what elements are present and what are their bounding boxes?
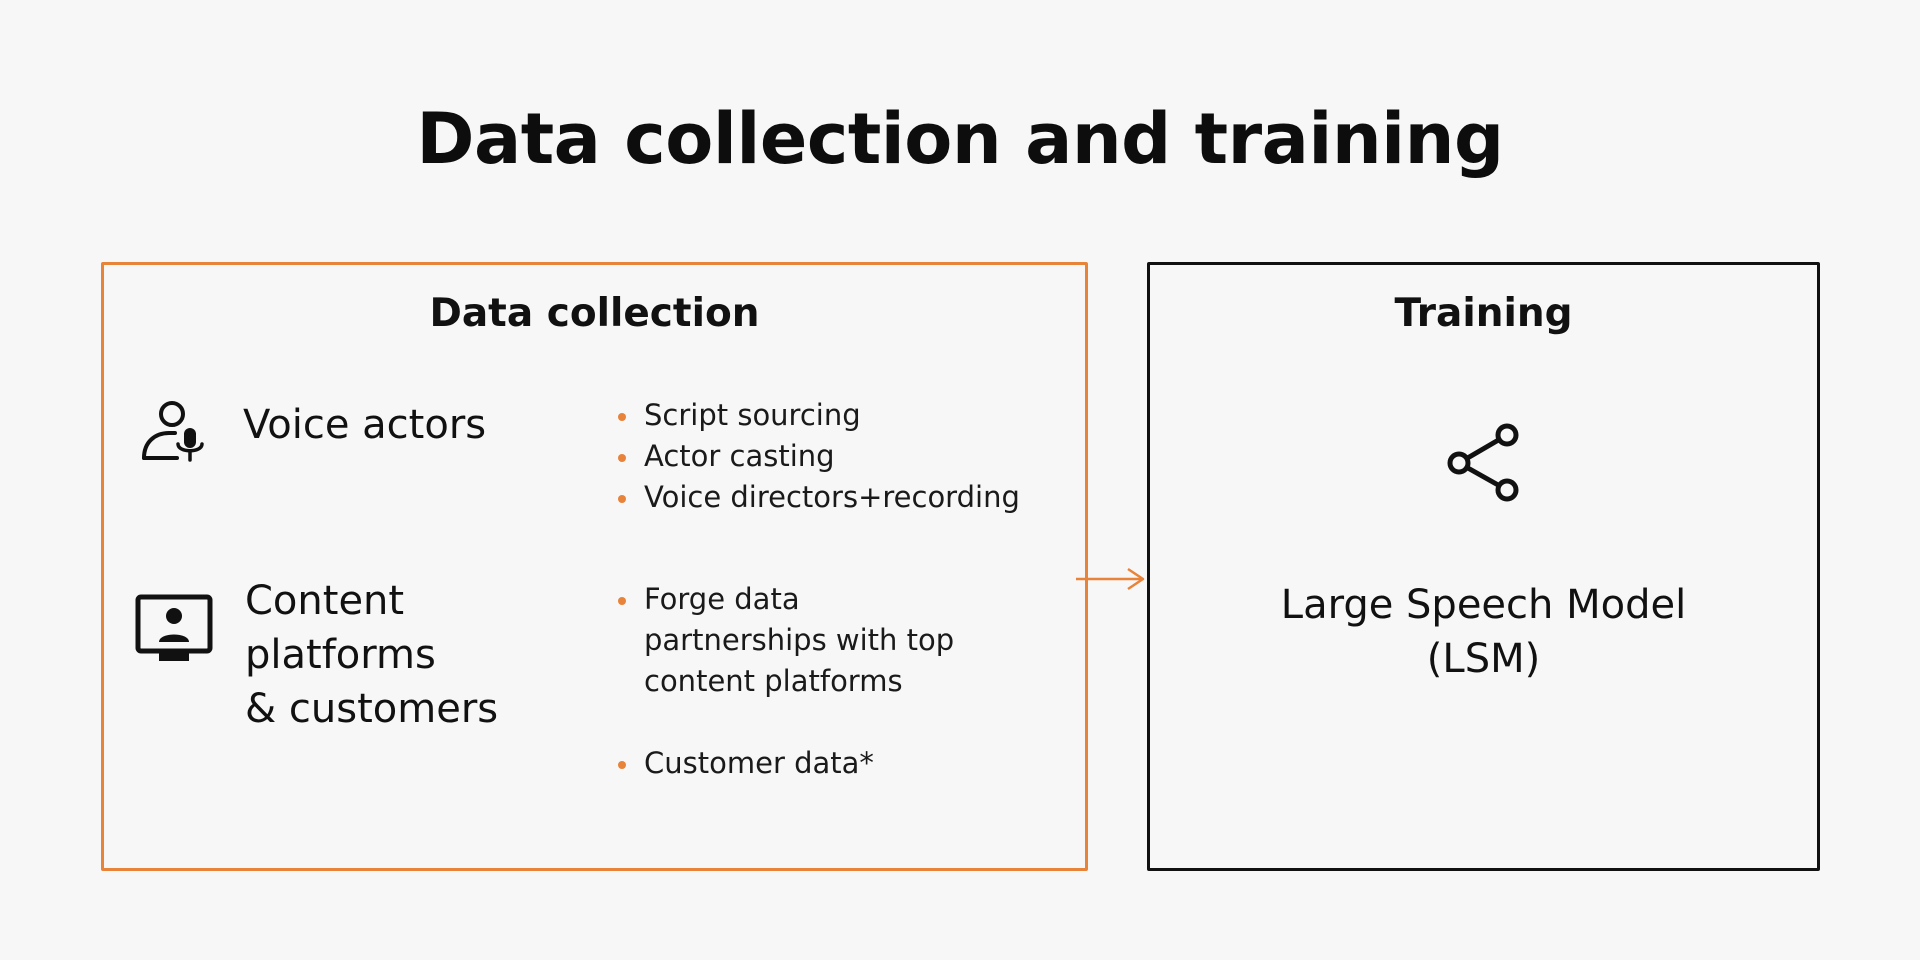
voice-actor-icon xyxy=(142,401,204,462)
bullet-item: Voice directors+recording xyxy=(614,477,1020,518)
source-label-voice-actors: Voice actors xyxy=(243,402,487,448)
monitor-user-icon xyxy=(135,594,213,661)
bullet-item: Actor casting xyxy=(614,436,1020,477)
voice-actors-bullet-list: Script sourcing Actor casting Voice dire… xyxy=(614,395,1020,518)
bullet-item: Customer data* xyxy=(614,743,954,784)
model-label: Large Speech Model (LSM) xyxy=(1280,582,1687,682)
data-collection-panel: Data collection xyxy=(101,262,1088,871)
page-title: Data collection and training xyxy=(416,98,1504,180)
training-heading: Training xyxy=(1394,291,1573,336)
content-platforms-bullet-list: Forge data partnerships with top content… xyxy=(614,579,954,784)
share-network-icon xyxy=(1447,423,1519,502)
source-label-content-platforms: Content platforms & customers xyxy=(245,578,499,732)
flow-arrow-icon xyxy=(1076,567,1145,591)
bullet-item: Forge data partnerships with top content… xyxy=(614,579,954,702)
training-panel: Training xyxy=(1147,262,1820,871)
data-collection-heading: Data collection xyxy=(429,291,760,336)
bullet-item: Script sourcing xyxy=(614,395,1020,436)
